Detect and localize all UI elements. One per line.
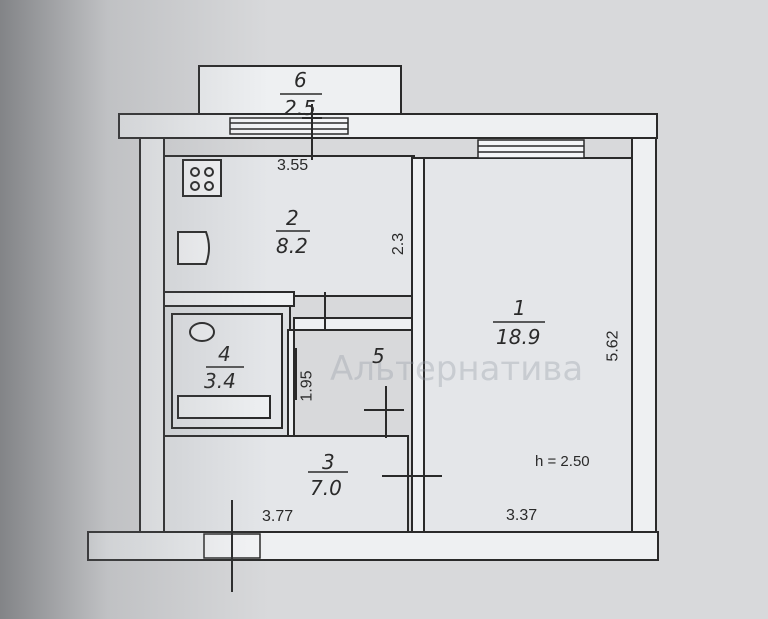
sink-icon [189, 322, 215, 342]
kitchen-sink-icon [177, 231, 210, 265]
kitchen-depth-dimension: 2.3 [390, 232, 408, 256]
room-5-number: 5 [372, 344, 385, 368]
top-wall [118, 113, 658, 139]
room-4-area: 3.4 [204, 369, 236, 393]
room-6-area: 2.5 [284, 96, 316, 120]
kitchen-bottom-wall [163, 291, 295, 307]
room-window [477, 139, 585, 159]
bath-side-wall [287, 329, 295, 437]
kitchen-window [229, 117, 349, 135]
watermark-text: Альтернатива [330, 349, 583, 389]
room-4-number: 4 [218, 342, 231, 366]
hall-width-dimension: 3.77 [262, 508, 294, 525]
room-3-number: 3 [322, 450, 335, 474]
room-2-number: 2 [286, 206, 299, 230]
bathtub [177, 395, 271, 419]
ceiling-height-label: h = 2.50 [535, 453, 590, 470]
bottom-wall [87, 531, 659, 561]
left-wall [139, 137, 165, 537]
room-3-area: 7.0 [310, 476, 342, 500]
room-2-area: 8.2 [276, 234, 308, 258]
room-width-dimension: 3.37 [506, 507, 538, 524]
room-depth-dimension: 5.62 [604, 330, 622, 362]
hall-depth-dimension: 1.95 [298, 370, 316, 402]
room-1-area: 18.9 [496, 325, 541, 349]
room-1-number: 1 [513, 296, 526, 320]
kitchen-width-dimension: 3.55 [277, 157, 309, 174]
stove-icon [182, 159, 222, 197]
room-6-number: 6 [294, 68, 307, 92]
right-wall [631, 137, 657, 559]
closet-top-wall [293, 317, 413, 331]
